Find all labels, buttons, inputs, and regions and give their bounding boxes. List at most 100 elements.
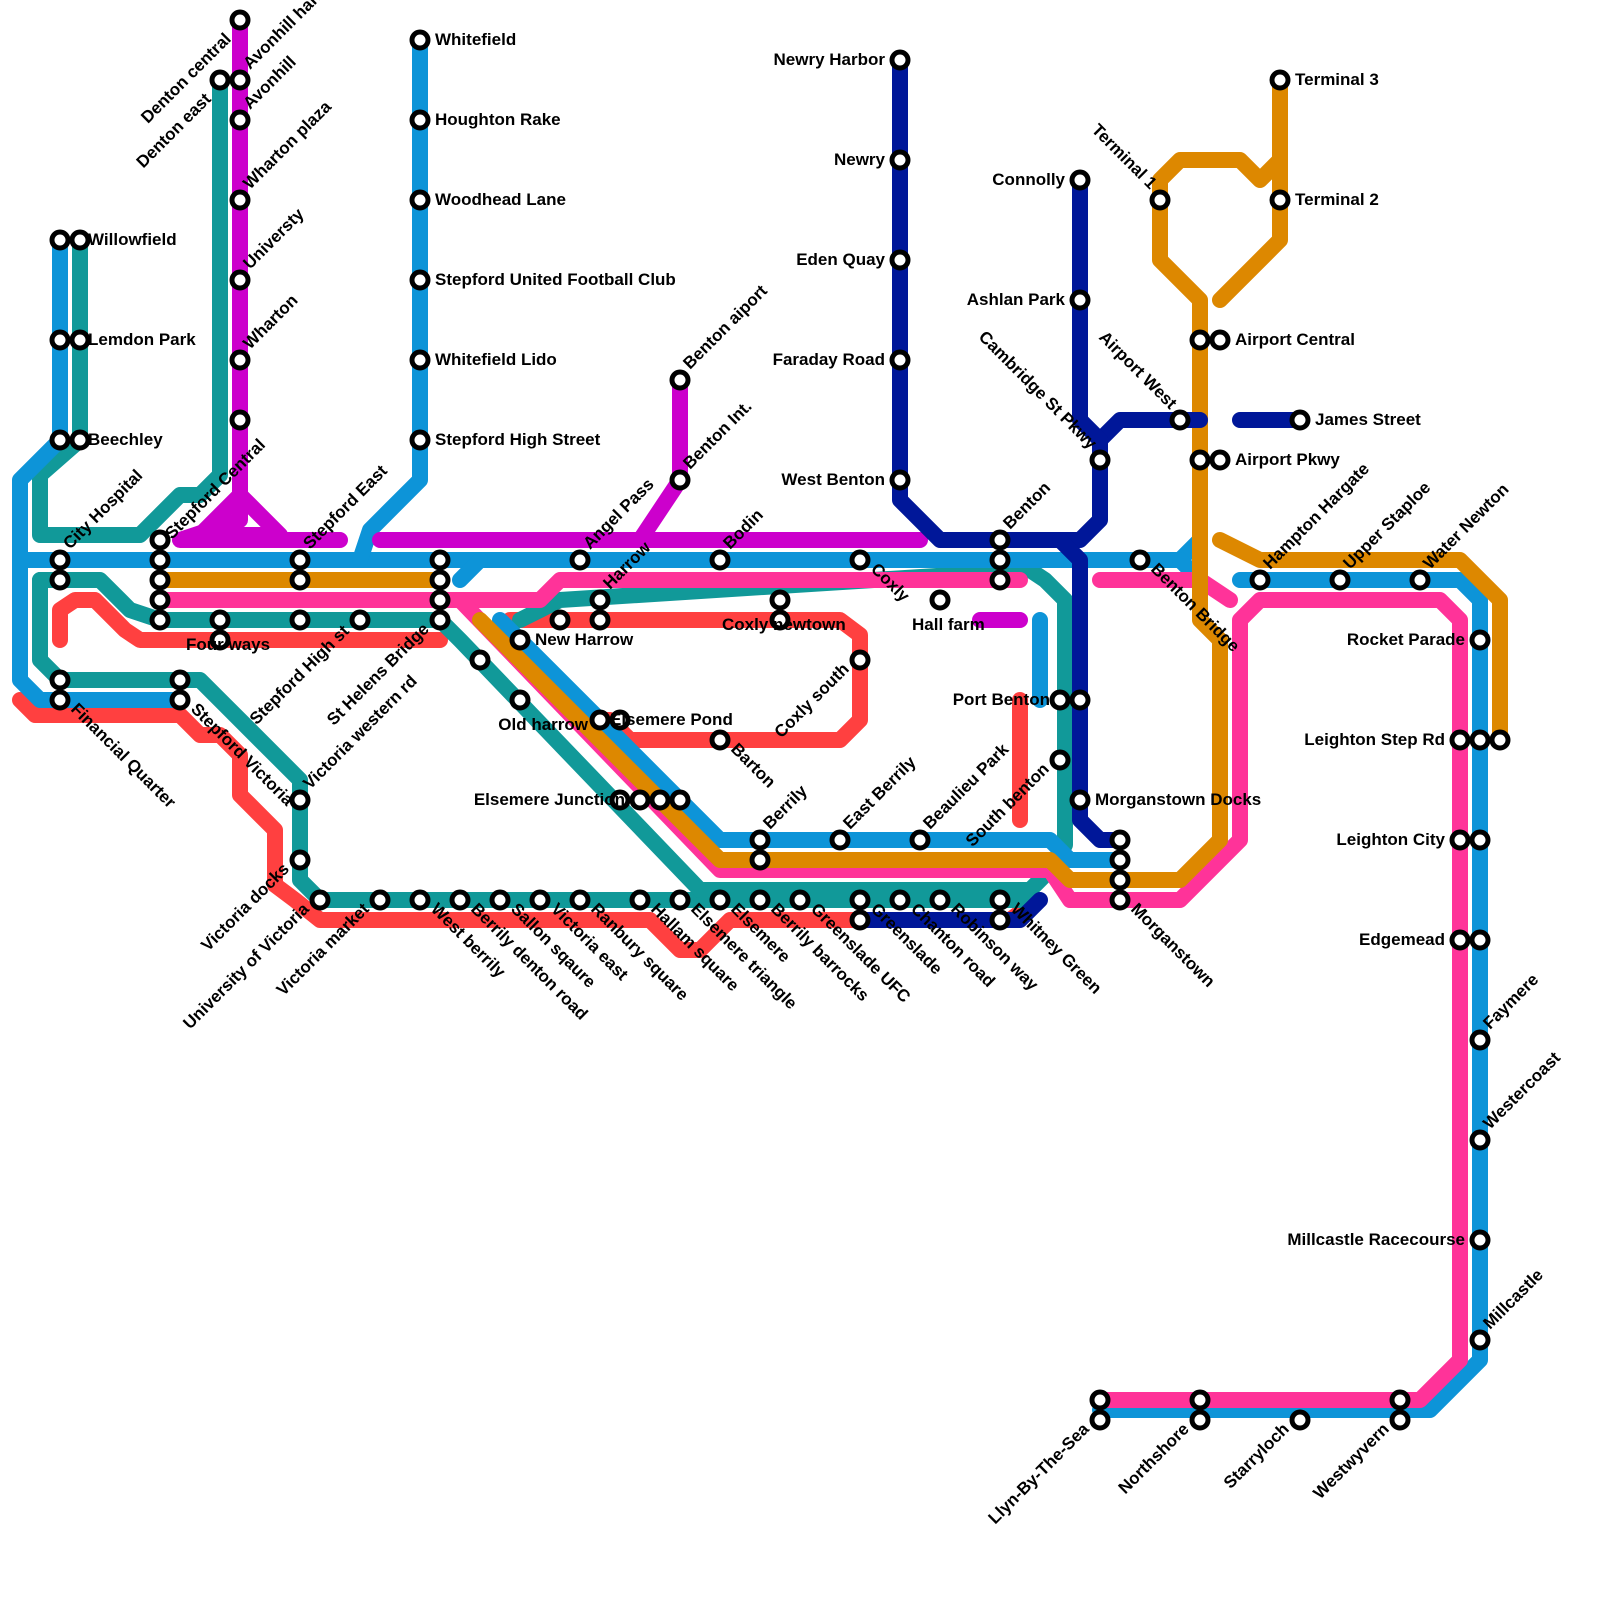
station-dot-lemdon-park[interactable] — [69, 329, 91, 351]
station-dot-greenslade[interactable] — [849, 889, 871, 911]
station-dot-wharton-plaza[interactable] — [229, 189, 251, 211]
station-dot-westercoast[interactable] — [1469, 1129, 1491, 1151]
station-dot-st-helens-bridge[interactable] — [429, 549, 451, 571]
station-dot-old-harrow[interactable] — [469, 649, 491, 671]
station-dot-victoria-market[interactable] — [369, 889, 391, 911]
station-dot-elsemere[interactable] — [709, 889, 731, 911]
station-dot-elsemere-junction[interactable] — [649, 789, 671, 811]
station-dot-elsemere-junction[interactable] — [629, 789, 651, 811]
station-dot-connolly[interactable] — [1069, 169, 1091, 191]
station-dot-beechley[interactable] — [69, 429, 91, 451]
station-dot-west-benton[interactable] — [889, 469, 911, 491]
station-dot-victoria-western-rd[interactable] — [289, 789, 311, 811]
station-dot-greenslade-ufc[interactable] — [789, 889, 811, 911]
station-dot-millcastle-racecourse[interactable] — [1469, 1229, 1491, 1251]
station-dot-coxly-newtown[interactable] — [769, 609, 791, 631]
station-dot-st-helens-bridge[interactable] — [429, 609, 451, 631]
station-dot-port-benton[interactable] — [1069, 689, 1091, 711]
station-dot-rocket-parade[interactable] — [1469, 629, 1491, 651]
station-dot-st-helens-bridge[interactable] — [429, 569, 451, 591]
station-dot-starryloch[interactable] — [1289, 1409, 1311, 1431]
station-dot-financial-quarter[interactable] — [49, 669, 71, 691]
station-dot-stepford-victoria[interactable] — [169, 669, 191, 691]
station-dot-cambridge-st-pkwy[interactable] — [1089, 449, 1111, 471]
station-dot-airport-pkwy[interactable] — [1209, 449, 1231, 471]
station-dot-hallam-square[interactable] — [629, 889, 651, 911]
station-dot-willowfield[interactable] — [49, 229, 71, 251]
station-dot-victoria-east[interactable] — [529, 889, 551, 911]
station-dot-benton[interactable] — [989, 529, 1011, 551]
station-dot-westwyvern[interactable] — [1389, 1409, 1411, 1431]
station-dot-berrily[interactable] — [749, 849, 771, 871]
station-dot-whitney-green[interactable] — [989, 909, 1011, 931]
station-dot-leighton-step-rd[interactable] — [1449, 729, 1471, 751]
station-dot-morganstown-docks[interactable] — [1069, 789, 1091, 811]
station-dot-robinson-way[interactable] — [929, 889, 951, 911]
station-dot-stepford-united-fc[interactable] — [409, 269, 431, 291]
station-dot-stepford-central[interactable] — [149, 569, 171, 591]
station-dot-airport-central[interactable] — [1209, 329, 1231, 351]
station-dot-leighton-step-rd[interactable] — [1469, 729, 1491, 751]
station-dot-morganstown[interactable] — [1109, 829, 1131, 851]
station-dot-old-harrow[interactable] — [509, 689, 531, 711]
station-dot-hampton-hargate[interactable] — [1249, 569, 1271, 591]
station-dot-denton-central[interactable] — [229, 9, 251, 31]
station-dot-newry-harbor[interactable] — [889, 49, 911, 71]
station-dot-terminal-3[interactable] — [1269, 69, 1291, 91]
station-dot-whitefield-lido[interactable] — [409, 349, 431, 371]
station-dot-port-benton[interactable] — [1049, 689, 1071, 711]
station-dot-elsemere-junction[interactable] — [609, 789, 631, 811]
station-dot-victoria-docks[interactable] — [289, 849, 311, 871]
station-dot-ranbury-square[interactable] — [569, 889, 591, 911]
station-dot-water-newton[interactable] — [1409, 569, 1431, 591]
station-dot-hall-farm[interactable] — [929, 589, 951, 611]
station-dot-bodin[interactable] — [709, 549, 731, 571]
station-dot-four-ways[interactable] — [209, 609, 231, 631]
station-dot-berrily[interactable] — [749, 829, 771, 851]
station-dot-ashlan-park[interactable] — [1069, 289, 1091, 311]
station-dot-beaulieu-park[interactable] — [909, 829, 931, 851]
station-dot-leighton-step-rd[interactable] — [1489, 729, 1511, 751]
station-dot-wharton[interactable] — [229, 349, 251, 371]
station-dot-benton-int[interactable] — [669, 469, 691, 491]
station-dot-university-of-victoria[interactable] — [309, 889, 331, 911]
station-dot-harrow[interactable] — [589, 589, 611, 611]
station-dot-coxly-newtown[interactable] — [769, 589, 791, 611]
station-dot-elsemere-triangle[interactable] — [669, 889, 691, 911]
station-dot-denton-east[interactable] — [209, 69, 231, 91]
station-dot-stepford-central[interactable] — [149, 529, 171, 551]
station-dot-new-harrow[interactable] — [549, 609, 571, 631]
station-dot-elsemere-pond[interactable] — [589, 709, 611, 731]
station-dot-morganstown[interactable] — [1109, 849, 1131, 871]
station-dot-financial-quarter[interactable] — [49, 689, 71, 711]
station-dot-berrily-barrocks[interactable] — [749, 889, 771, 911]
station-dot-morganstown[interactable] — [1109, 889, 1131, 911]
station-dot-stepford-central[interactable] — [149, 589, 171, 611]
station-dot-benton[interactable] — [989, 569, 1011, 591]
station-dot-upper-staploe[interactable] — [1329, 569, 1351, 591]
station-dot-leighton-city[interactable] — [1449, 829, 1471, 851]
station-dot-lemdon-park[interactable] — [49, 329, 71, 351]
station-dot-harrow[interactable] — [589, 609, 611, 631]
station-dot-northshore[interactable] — [1189, 1409, 1211, 1431]
station-dot-millcastle[interactable] — [1469, 1329, 1491, 1351]
station-dot-james-street[interactable] — [1289, 409, 1311, 431]
station-dot-stepford-high-street[interactable] — [409, 429, 431, 451]
station-dot-benton[interactable] — [989, 549, 1011, 571]
station-dot-whitney-green[interactable] — [989, 889, 1011, 911]
station-dot-westwyvern[interactable] — [1389, 1389, 1411, 1411]
station-dot-woodhead-lane[interactable] — [409, 189, 431, 211]
station-dot-beechley[interactable] — [49, 429, 71, 451]
station-dot-willowfield[interactable] — [69, 229, 91, 251]
station-dot-stepford-east[interactable] — [289, 569, 311, 591]
station-dot-faymere[interactable] — [1469, 1029, 1491, 1051]
station-dot-berrily-denton-road[interactable] — [449, 889, 471, 911]
station-dot-airport-pkwy[interactable] — [1189, 449, 1211, 471]
station-dot-four-ways[interactable] — [209, 629, 231, 651]
station-dot-elsemere-junction[interactable] — [669, 789, 691, 811]
station-dot-elsemere-pond[interactable] — [609, 709, 631, 731]
station-dot-avonhill[interactable] — [229, 109, 251, 131]
station-dot-airport-west[interactable] — [1169, 409, 1191, 431]
station-dot-houghton-rake[interactable] — [409, 109, 431, 131]
station-dot-edgemead[interactable] — [1449, 929, 1471, 951]
